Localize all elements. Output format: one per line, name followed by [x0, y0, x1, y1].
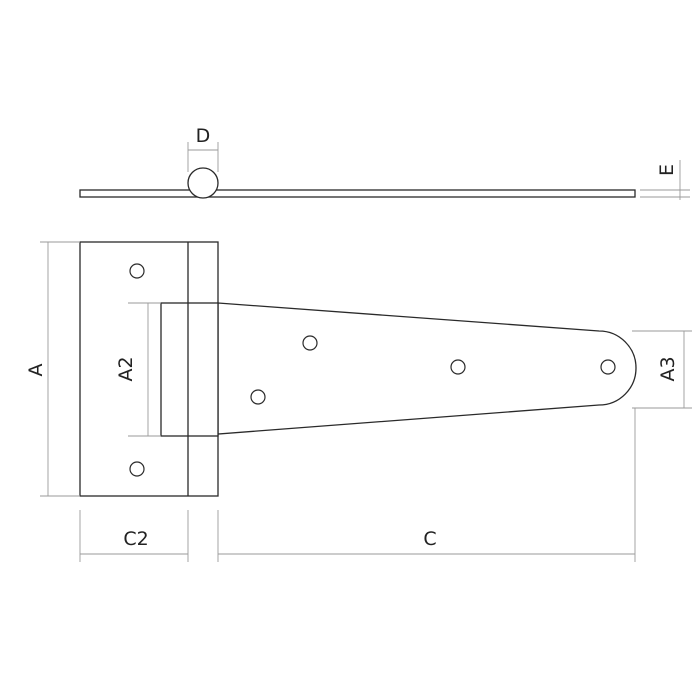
label-c2: C2 [123, 528, 148, 550]
side-view-plate [79, 189, 636, 198]
screw-hole [129, 263, 145, 279]
label-d: D [196, 125, 211, 147]
front-view [40, 241, 692, 562]
label-a3: A3 [657, 356, 679, 381]
screw-hole [250, 389, 266, 405]
label-c: C [423, 528, 436, 550]
strap-tongue [160, 302, 219, 437]
label-a: A [25, 364, 47, 377]
screw-hole [450, 359, 466, 375]
label-e: E [656, 164, 678, 176]
strap-leaf [217, 302, 637, 435]
side-view-knuckle [187, 167, 219, 199]
screw-hole [129, 461, 145, 477]
screw-hole [600, 359, 616, 375]
screw-hole [302, 335, 318, 351]
label-a2: A2 [115, 356, 137, 381]
side-view [79, 142, 690, 200]
